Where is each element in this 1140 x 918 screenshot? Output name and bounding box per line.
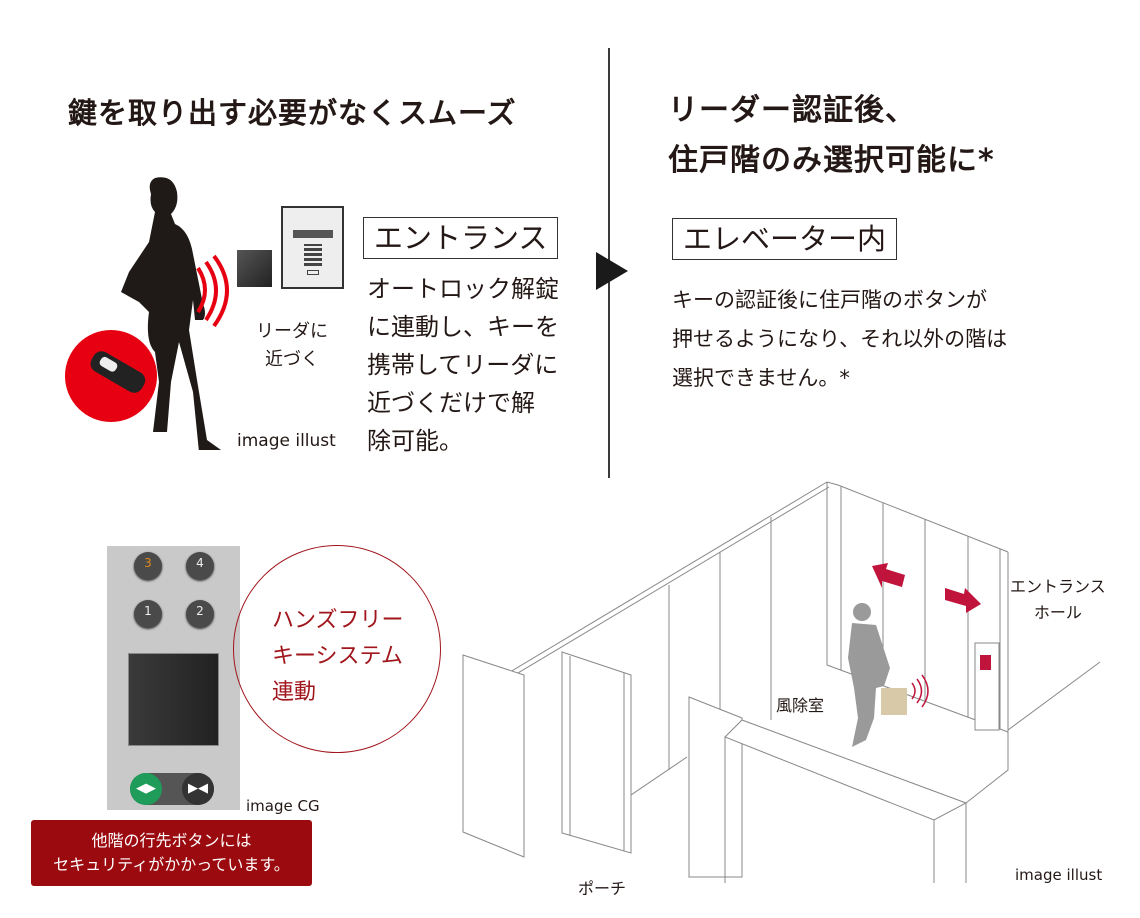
bag-icon [881,688,907,715]
windbreak-room-label: 風除室 [776,696,825,715]
reader-caption: リーダに 近づく [252,318,332,374]
left-door [561,651,632,854]
key-circle [65,330,157,422]
security-notice: 他階の行先ボタンには セキュリティがかかっています。 [31,820,312,886]
handsfree-circle [233,545,441,753]
circle-line: ハンズフリー [272,608,404,633]
right-heading-line-1: リーダー認証後、 [668,93,916,128]
entrance-description: オートロック解錠 に連動し、キーを 携帯してリーダに 近づくだけで解 除可能。 [367,270,559,460]
elevator-label: エレベーター内 [672,218,898,260]
front-box-top [724,719,968,821]
reader-post [974,642,1000,731]
desc-line: 近づくだけで解 [367,389,535,417]
keypad-icon [304,244,322,266]
door-close-icon[interactable]: ▶◀ [182,773,214,805]
right-heading-line-2: 住戸階のみ選択可能に* [668,143,995,178]
handsfree-text: ハンズフリー キーシステム 連動 [272,603,404,711]
desc-line: オートロック解錠 [367,275,559,303]
back-wall [504,481,1009,770]
desc-line: 除可能。 [367,427,463,455]
right-heading: リーダー認証後、 住戸階のみ選択可能に* [668,86,995,186]
front-box-sides [724,737,967,883]
desc-line: 選択できません。* [672,366,850,390]
reader-caption-line: リーダに [256,321,328,342]
floor-button-4[interactable]: 4 [186,552,214,580]
arrow-left-icon [872,563,905,588]
image-illust-caption-2: image illust [1015,866,1103,884]
key-fob-icon [90,351,146,393]
left-panel [462,654,525,858]
intercom-panel [281,206,344,289]
floor-button-2[interactable]: 2 [186,600,214,628]
floor [630,661,1101,804]
inner-door [688,696,743,878]
intercom-slot [307,270,319,275]
reader-device [237,250,272,287]
desc-line: キーの認証後に住戸階のボタンが [672,288,987,312]
porch-label: ポーチ [578,879,627,898]
floor-button-3[interactable]: 3 [134,552,162,580]
intercom-display [293,230,333,238]
elevator-panel: 3 4 1 2 ◀▶ ▶◀ [107,546,240,810]
signal-waves-icon [911,674,929,708]
desc-line: 携帯してリーダに [367,351,559,379]
reader-caption-line: 近づく [265,349,319,370]
label-line: ホール [1033,603,1082,622]
person-silhouette-icon [848,603,890,747]
left-door-frame [569,656,625,851]
entrance-hall-label: エントランス ホール [1010,574,1106,626]
notice-line: 他階の行先ボタンには [91,831,252,850]
desc-line: に連動し、キーを [367,313,559,341]
reader-screen [980,655,991,670]
arrow-right-icon [945,588,981,613]
label-line: エントランス [1010,577,1106,596]
notice-line: セキュリティがかかっています。 [53,855,290,874]
woman-silhouette-icon [121,177,229,450]
desc-line: 押せるようになり、それ以外の階は [672,327,1008,351]
circle-line: 連動 [272,680,317,705]
arrow-right-icon [596,252,628,290]
floor-button-1[interactable]: 1 [134,600,162,628]
door-button-strip: ◀▶ ▶◀ [130,773,214,805]
door-open-icon[interactable]: ◀▶ [130,773,162,805]
image-illust-caption: image illust [237,431,336,451]
entrance-label: エントランス [363,217,559,259]
image-cg-caption: image CG [246,797,320,815]
circle-line: キーシステム [272,644,403,669]
left-heading: 鍵を取り出す必要がなくスムーズ [68,96,517,130]
elevator-description: キーの認証後に住戸階のボタンが 押せるようになり、それ以外の階は 選択できません… [672,281,1007,398]
key-reader [128,653,219,746]
